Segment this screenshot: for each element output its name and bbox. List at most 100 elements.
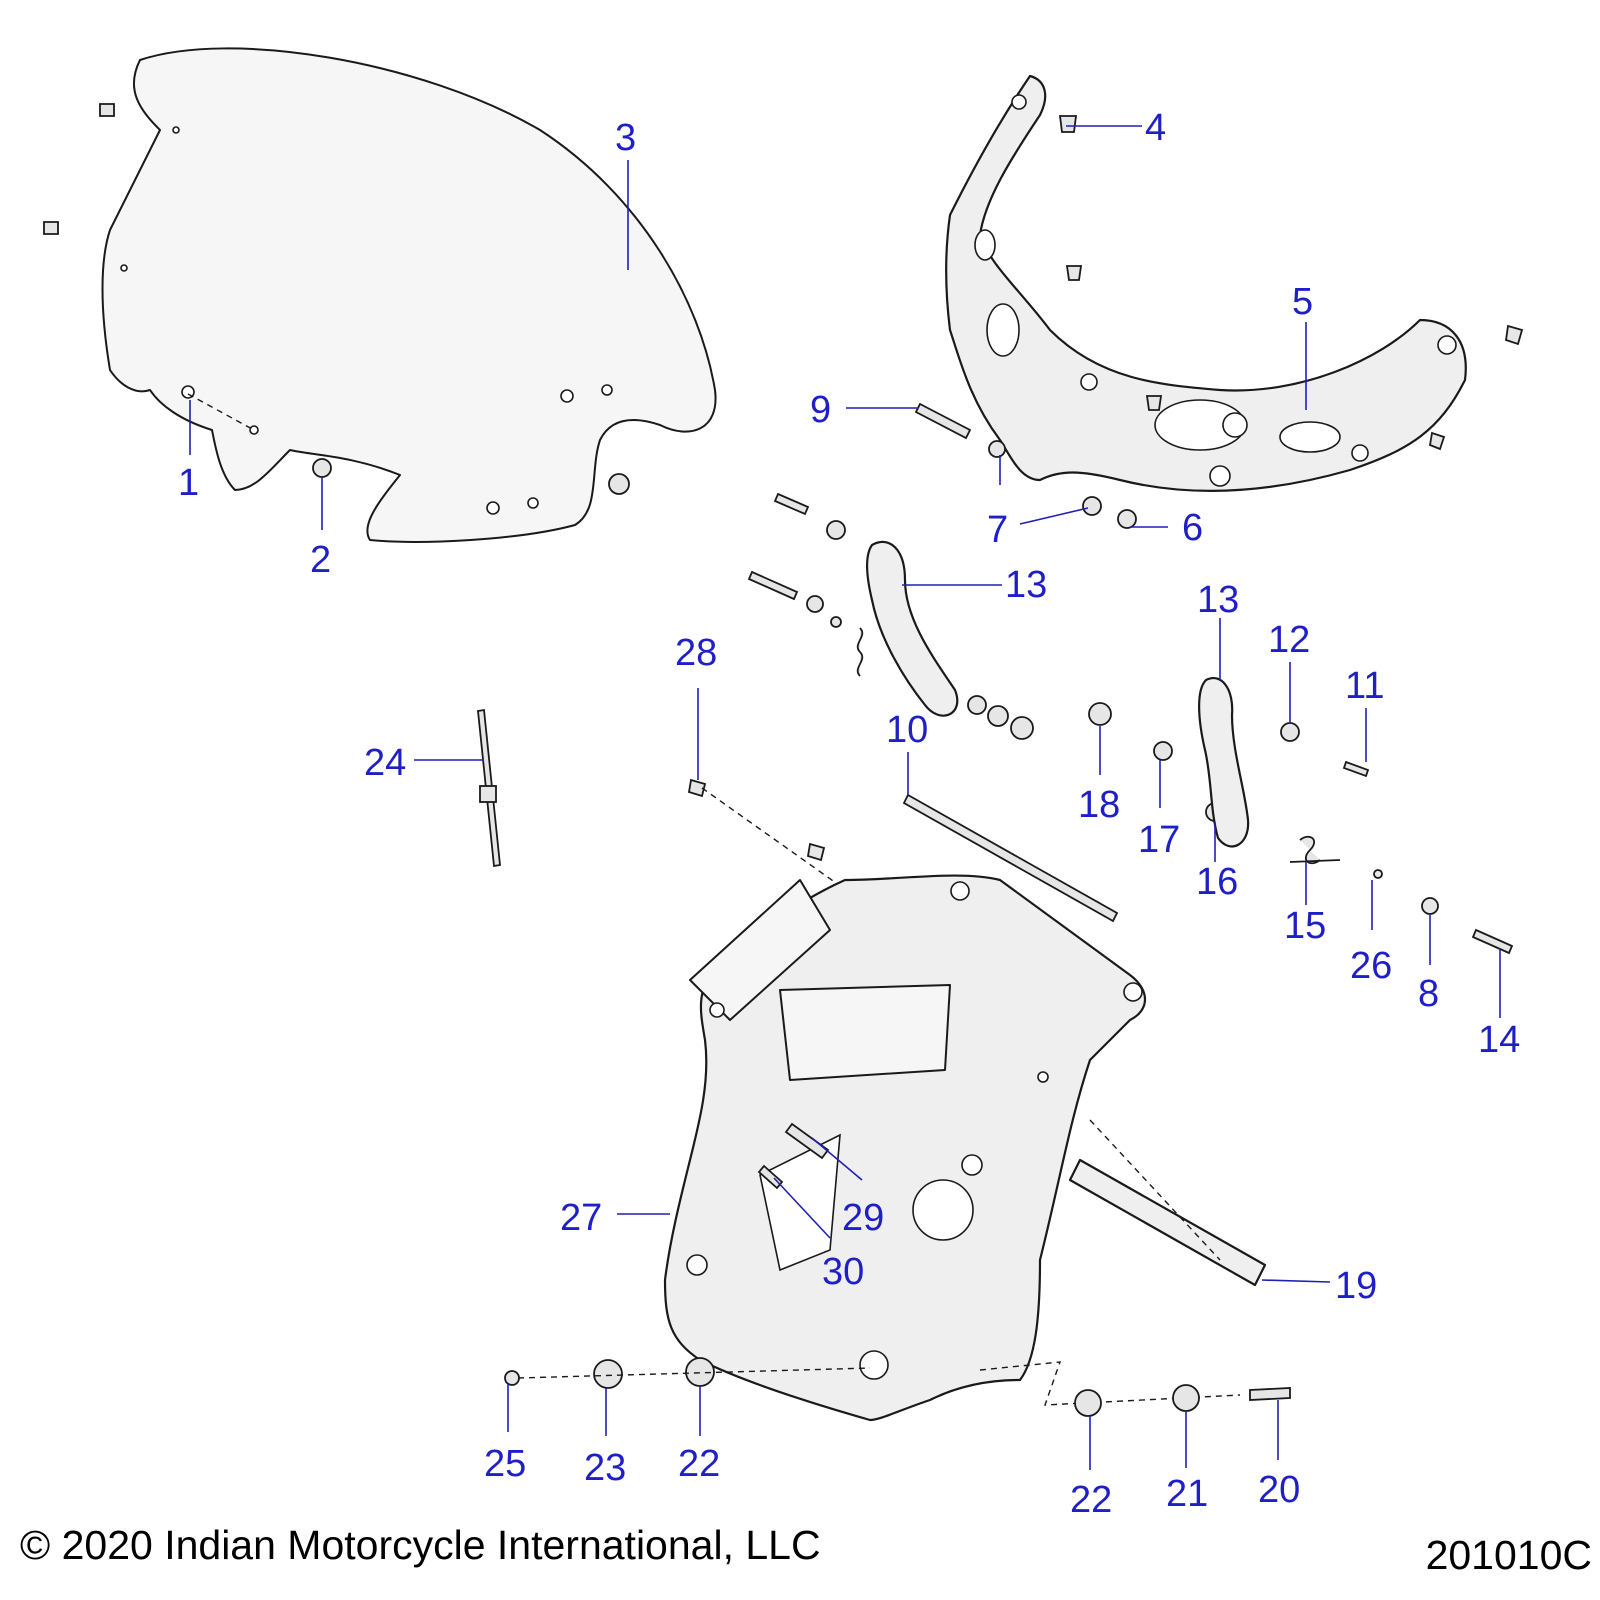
speed-nut [1505, 324, 1524, 346]
callout-13-right: 13 [1197, 579, 1239, 621]
bushing [1082, 496, 1102, 516]
callout-30: 30 [822, 1251, 864, 1293]
pivot-shaft [902, 793, 1119, 923]
callout-labels: 1 2 3 4 5 6 7 8 9 10 11 12 13 13 14 15 1… [178, 107, 1520, 1521]
frame-hole [709, 1002, 725, 1018]
bolt [806, 842, 826, 862]
bottom-left-hardware [504, 1357, 871, 1389]
bushing [1010, 716, 1034, 740]
speed-nut [1065, 265, 1083, 281]
arm-washer [830, 616, 842, 628]
assembly-line [1089, 1119, 1221, 1261]
assembly-line [187, 393, 255, 431]
callout-24: 24 [364, 742, 406, 784]
speed-nut [1428, 431, 1446, 451]
callout-22-right: 22 [1070, 1479, 1112, 1521]
windshield-mount-hole [560, 389, 574, 403]
bushing [1088, 702, 1112, 726]
small-washer [1373, 869, 1383, 879]
grommet [608, 473, 630, 495]
callout-3: 3 [615, 117, 636, 159]
grommet [312, 458, 332, 478]
frame-hole [686, 1254, 708, 1276]
windshield-mount-hole [527, 497, 539, 509]
callout-11: 11 [1345, 665, 1384, 707]
bracket-hole [1222, 412, 1248, 438]
windshield-screw [99, 103, 115, 117]
callout-29: 29 [842, 1197, 884, 1239]
bracket-hole [1011, 94, 1027, 110]
torsion-spring [856, 627, 864, 677]
windshield-bracket-part [945, 74, 1524, 529]
frame-hole [859, 1350, 889, 1380]
arm-bolt [773, 492, 810, 516]
bracket-hole [1437, 335, 1457, 355]
callout-2: 2 [310, 539, 331, 581]
callout-21: 21 [1166, 1473, 1208, 1515]
callout-25: 25 [484, 1443, 526, 1485]
lift-arm-left [866, 540, 959, 717]
bracket-hole [986, 303, 1020, 357]
callout-8: 8 [1418, 973, 1439, 1015]
callout-6: 6 [1182, 507, 1203, 549]
windshield-mount-hole [172, 126, 180, 134]
bracket-hole [974, 229, 996, 261]
washer [1153, 741, 1173, 761]
spacer [1172, 1384, 1200, 1412]
grommet [1074, 1389, 1102, 1417]
frame-hole [950, 881, 970, 901]
callout-13-left: 13 [1005, 564, 1047, 606]
frame-hole [1037, 1071, 1049, 1083]
bolt [1342, 760, 1370, 778]
callout-10: 10 [886, 709, 928, 751]
arm-bushing [826, 520, 846, 540]
windshield-mount-hole [486, 501, 500, 515]
speed-nut [1145, 395, 1163, 411]
callout-22-left: 22 [678, 1443, 720, 1485]
callout-5: 5 [1292, 281, 1313, 323]
callout-19: 19 [1335, 1265, 1377, 1307]
nut [1280, 722, 1300, 742]
mounting-rail [1068, 1158, 1267, 1287]
callout-4: 4 [1145, 107, 1166, 149]
bolt [687, 778, 707, 798]
windshield-screw [43, 221, 59, 235]
callout-9: 9 [810, 389, 831, 431]
washer [1421, 897, 1439, 915]
callout-27: 27 [560, 1197, 602, 1239]
bracket-hole [1080, 373, 1098, 391]
bracket-hole [1209, 465, 1231, 487]
arm-bolt [747, 570, 799, 601]
diagram-number: 201010C [1425, 1532, 1592, 1578]
shoulder-bolt [914, 402, 972, 440]
left-arm-hardware [747, 492, 864, 677]
nut [504, 1370, 520, 1386]
bolt [1471, 928, 1514, 955]
windshield-part [43, 47, 717, 543]
callout-12: 12 [1268, 619, 1310, 661]
frame-hole [1123, 982, 1143, 1002]
washer [987, 705, 1009, 727]
bolt [757, 1164, 784, 1190]
arm-washer [806, 595, 824, 613]
washer [967, 695, 987, 715]
torsion-spring [1289, 835, 1341, 865]
frame-hole [912, 1179, 974, 1241]
callout-7: 7 [987, 509, 1008, 551]
callout-18: 18 [1078, 784, 1120, 826]
assembly-line [517, 1367, 871, 1379]
windshield-mount-hole [601, 384, 613, 396]
callout-1: 1 [178, 462, 199, 504]
speed-nut [1058, 115, 1078, 133]
bracket-hole [1279, 421, 1341, 453]
washer [593, 1359, 623, 1389]
bushing [988, 440, 1006, 458]
stud [1249, 1387, 1291, 1401]
windshield-mount-hole [120, 264, 128, 272]
callout-28: 28 [675, 632, 717, 674]
callout-20: 20 [1258, 1469, 1300, 1511]
leader-lines [189, 125, 1501, 1470]
bushing [1117, 509, 1137, 529]
